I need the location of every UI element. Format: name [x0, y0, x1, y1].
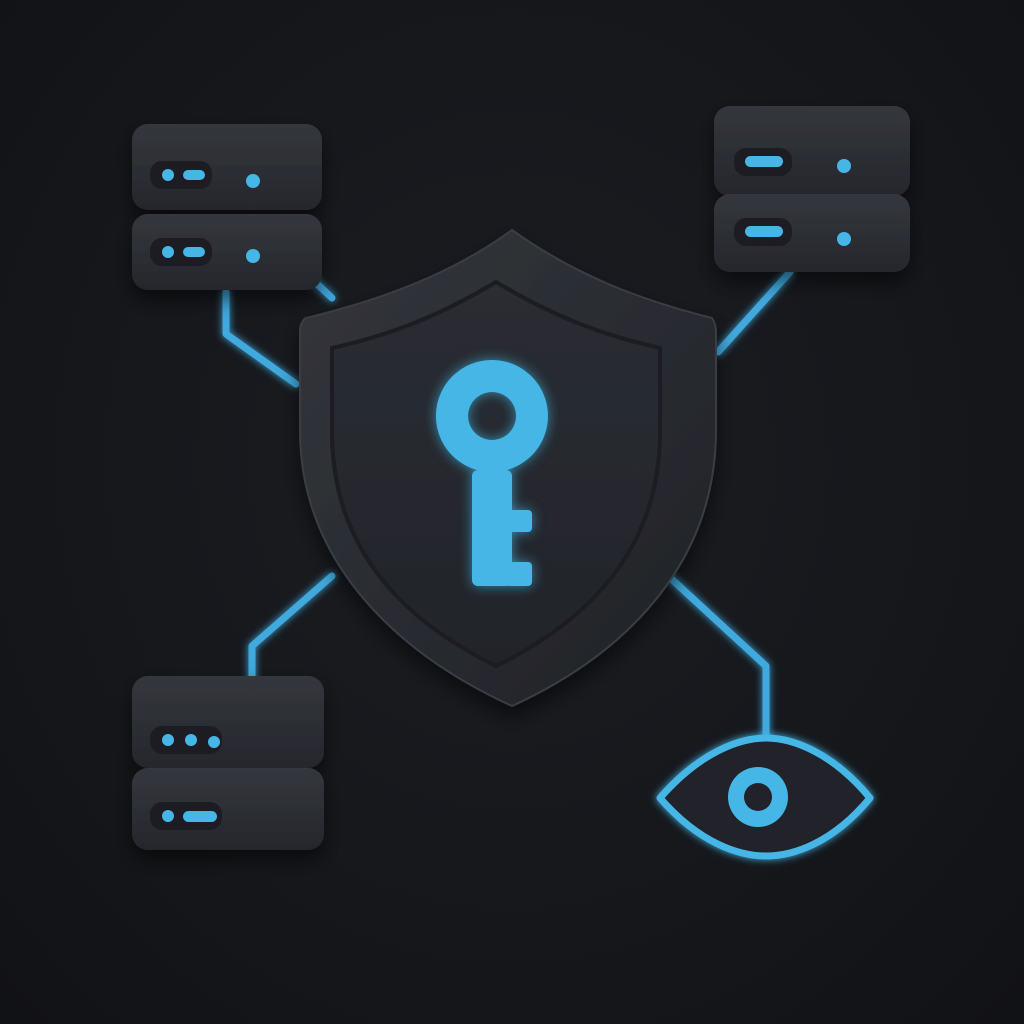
shield-key-icon [299, 228, 717, 708]
server-unit [132, 676, 324, 768]
server-stack-top-left [132, 124, 322, 290]
server-unit [714, 194, 910, 272]
eye-icon [656, 734, 874, 860]
server-stack-top-right [714, 106, 910, 272]
connector-top-left-a [222, 288, 300, 388]
connector-top-right [714, 268, 794, 356]
server-unit [132, 124, 322, 210]
server-unit [132, 768, 324, 850]
key-icon [435, 360, 548, 586]
server-unit [714, 106, 910, 196]
server-stack-bottom-left [132, 676, 324, 850]
connector-bottom-right [662, 570, 770, 744]
connector-bottom-left [248, 572, 336, 684]
server-unit [132, 214, 322, 290]
